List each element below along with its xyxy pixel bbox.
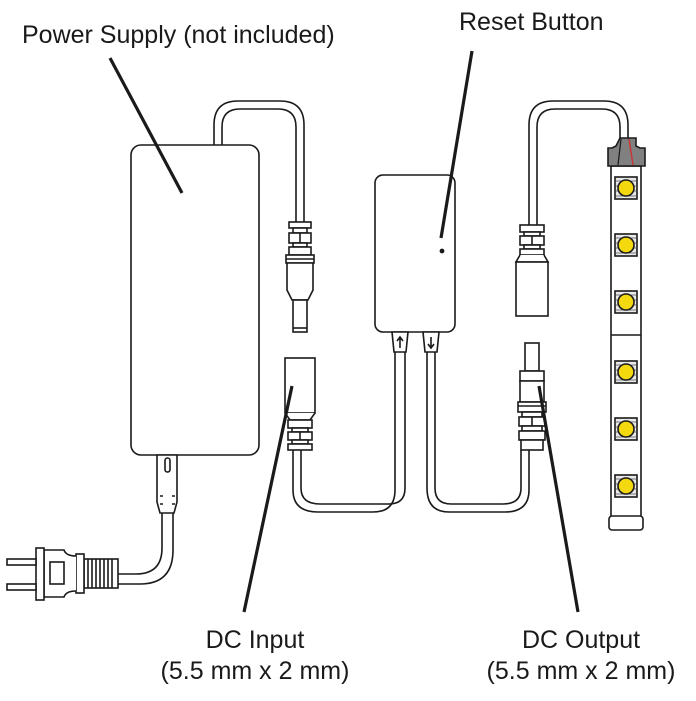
dc-female-jack-input	[284, 357, 316, 451]
label-reset-button: Reset Button	[459, 8, 604, 36]
label-dc-output-title: DC Output	[521, 626, 641, 654]
label-dc-output-size: (5.5 mm x 2 mm)	[486, 657, 676, 685]
label-dc-input-size: (5.5 mm x 2 mm)	[160, 657, 350, 685]
ac-cord	[118, 513, 163, 575]
ac-plug	[6, 454, 178, 601]
callout-power-supply	[108, 57, 184, 194]
led-chip	[614, 474, 638, 498]
led-chip	[614, 290, 638, 314]
strip-cable	[528, 100, 629, 225]
led-chip	[614, 233, 638, 257]
reset-button-hole	[439, 248, 445, 254]
controller-output-port	[422, 331, 440, 353]
controller	[374, 174, 456, 333]
led-chip	[614, 360, 638, 384]
controller-input-port	[391, 331, 409, 353]
led-strip-end-cap	[608, 515, 644, 531]
label-dc-input: DC Input (5.5 mm x 2 mm)	[140, 625, 370, 687]
led-strip-connector-cap	[607, 137, 646, 167]
led-chip	[614, 176, 638, 200]
led-strip	[607, 137, 646, 531]
led-chip	[614, 417, 638, 441]
callout-reset-button	[439, 50, 474, 239]
callout-dc-input	[242, 385, 294, 613]
label-dc-output: DC Output (5.5 mm x 2 mm)	[468, 625, 694, 687]
dc-male-plug-psu	[285, 221, 315, 333]
output-cable	[426, 352, 530, 513]
label-power-supply: Power Supply (not included)	[22, 21, 335, 49]
input-cable	[292, 352, 396, 513]
dc-female-jack-strip	[514, 224, 550, 317]
power-supply	[130, 144, 260, 456]
label-dc-input-title: DC Input	[205, 626, 305, 654]
psu-output-cable	[213, 100, 305, 222]
callout-dc-output	[537, 385, 580, 613]
